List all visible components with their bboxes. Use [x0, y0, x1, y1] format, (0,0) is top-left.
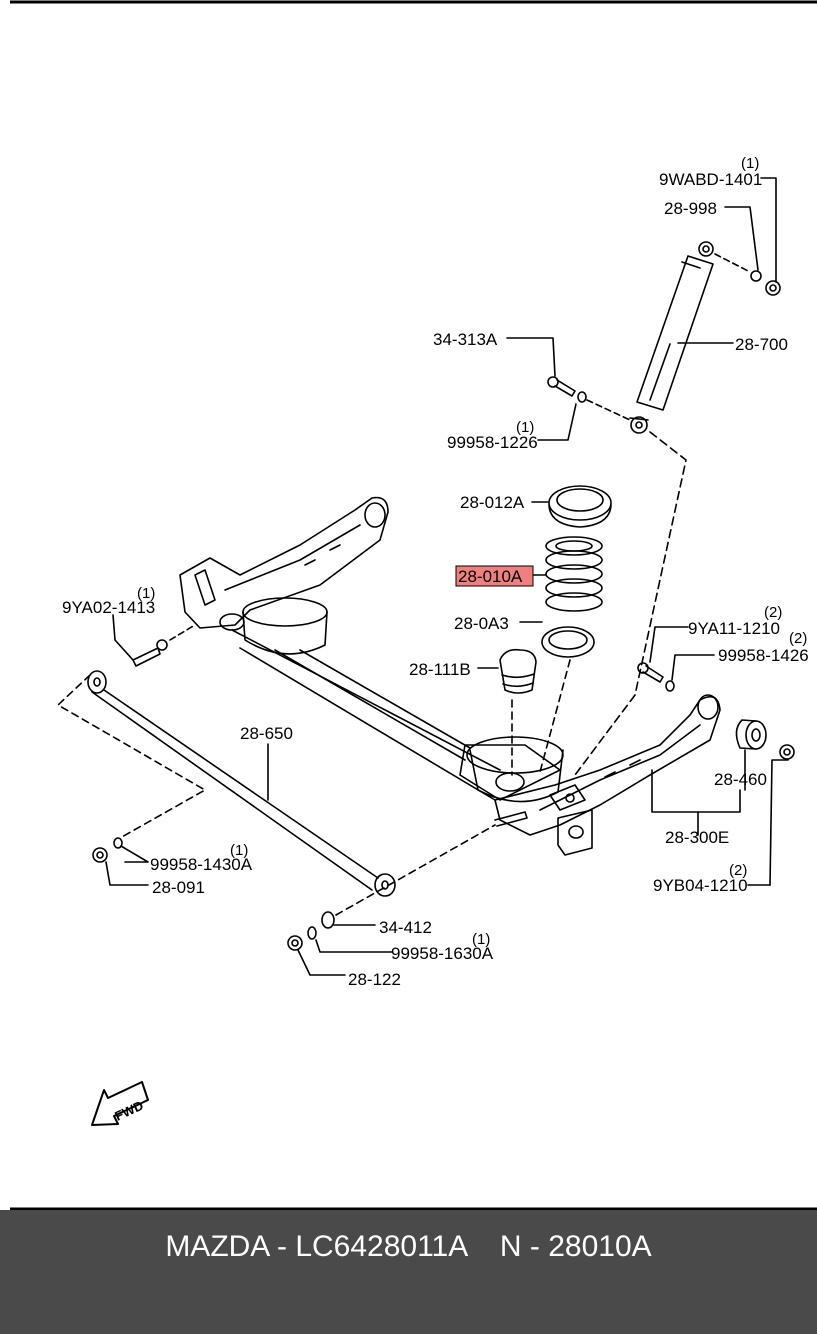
- label-34-313a[interactable]: 34-313A: [433, 330, 498, 349]
- bushing-28-460: [735, 719, 767, 750]
- label-99958-1426[interactable]: 99958-1426: [718, 646, 809, 665]
- qty-9ya11-1210: (2): [764, 604, 782, 621]
- lateral-rod: [87, 670, 396, 897]
- qty-9ya02-1413: (1): [137, 585, 155, 602]
- qty-9wabd-1401: (1): [741, 155, 759, 172]
- fwd-label: FWD: [112, 1098, 145, 1124]
- parts-diagram: (1) 9WABD-1401 28-998 34-313A 28-700 (1)…: [10, 0, 817, 1210]
- label-28-300e[interactable]: 28-300E: [665, 828, 729, 847]
- bolt-9ya02-1413: [132, 639, 168, 667]
- upper-spring-seat: [548, 485, 612, 528]
- label-28-460[interactable]: 28-460: [714, 770, 767, 789]
- washer-99958-1430a: [113, 837, 123, 849]
- qty-99958-1430a: (1): [230, 842, 248, 859]
- qty-9yb04-1210: (2): [729, 862, 747, 879]
- coil-spring[interactable]: [545, 536, 603, 612]
- nut-9yb04-1210: [779, 744, 795, 760]
- label-28-998[interactable]: 28-998: [664, 199, 717, 218]
- label-28-091[interactable]: 28-091: [152, 878, 205, 897]
- washer-28-998: [750, 270, 762, 282]
- washer-99958-1226: [577, 391, 587, 403]
- washer-99958-1630a: [307, 926, 317, 940]
- bolt-9ya11-1210: [637, 662, 664, 683]
- nut-9wabd-1401: [765, 280, 781, 296]
- lower-spring-seat: [541, 626, 595, 658]
- label-28-010a[interactable]: 28-010A: [458, 567, 523, 586]
- label-28-650[interactable]: 28-650: [240, 724, 293, 743]
- label-9yb04-1210[interactable]: 9YB04-1210: [653, 876, 748, 895]
- label-99958-1430a[interactable]: 99958-1430A: [150, 855, 253, 874]
- qty-99958-1226: (1): [516, 419, 534, 436]
- part-number-caption: MAZDA - LC6428011A N - 28010A: [165, 1230, 652, 1263]
- label-99958-1226[interactable]: 99958-1226: [447, 433, 538, 452]
- label-28-111b[interactable]: 28-111B: [409, 660, 471, 679]
- label-28-0a3[interactable]: 28-0A3: [454, 614, 509, 633]
- washer-99958-1426: [665, 680, 675, 692]
- label-28-122[interactable]: 28-122: [348, 970, 401, 989]
- nut-28-122: [287, 935, 303, 951]
- highlight-28-010a: [455, 565, 534, 587]
- fwd-arrow-icon: FWD: [91, 1081, 149, 1126]
- rear-axle-beam: [179, 496, 721, 856]
- washer-34-412: [321, 911, 335, 929]
- nut-28-091: [92, 847, 108, 863]
- footer-bar: MAZDA - LC6428011A N - 28010A: [0, 1210, 817, 1334]
- label-28-700[interactable]: 28-700: [735, 335, 788, 354]
- label-34-412[interactable]: 34-412: [379, 918, 432, 937]
- label-9ya11-1210[interactable]: 9YA11-1210: [688, 619, 780, 638]
- label-9ya02-1413[interactable]: 9YA02-1413: [62, 598, 155, 617]
- bump-stopper: [499, 648, 537, 694]
- shock-absorber: [629, 241, 714, 434]
- qty-99958-1426: (2): [789, 630, 807, 647]
- label-9wabd-1401[interactable]: 9WABD-1401: [659, 170, 762, 189]
- qty-99958-1630a: (1): [472, 931, 490, 948]
- bolt-34-313a: [547, 376, 576, 397]
- label-99958-1630a[interactable]: 99958-1630A: [391, 944, 494, 963]
- label-28-012a[interactable]: 28-012A: [460, 493, 525, 512]
